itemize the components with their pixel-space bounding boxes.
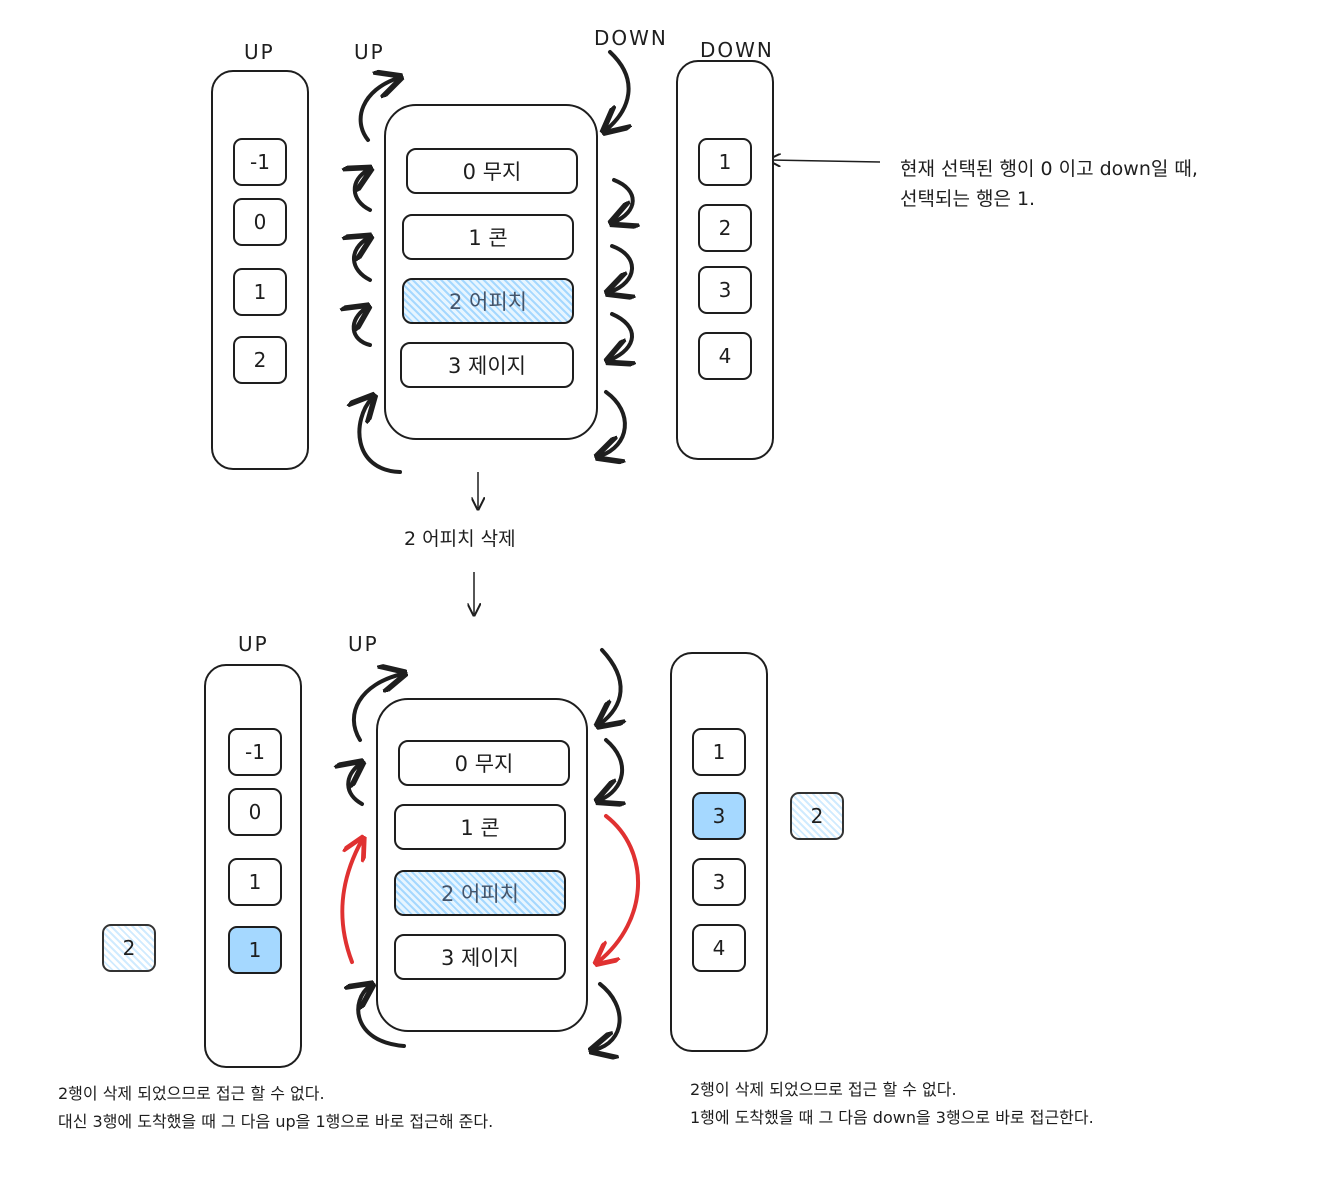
annotation-line-2: 선택되는 행은 1. [900,188,1036,210]
table-row: 1 콘 [402,214,574,260]
annotation-arrow [770,160,881,162]
up-arrow-2 [355,170,370,212]
table-row: 1 콘 [394,804,566,850]
table-row-selected: 2 어피치 [402,278,574,324]
top-up-column: -1 0 1 2 [211,70,309,470]
left-note-line-2: 대신 3행에 도착했을 때 그 다음 up을 1행으로 바로 접근해 준다. [58,1112,494,1131]
bottom-up-column-label: UP [238,632,269,656]
red-down-skip-arrow [598,814,640,962]
up-arrow-3 [354,238,370,282]
top-row-list: 0 무지 1 콘 2 어피치 3 제이지 [384,104,598,440]
bottom-down-arrow-2 [600,738,622,800]
bottom-up-column: -1 0 1 1 [204,664,302,1068]
deleted-row-badge-right: 2 [790,792,844,840]
down-cell: 1 [692,728,746,776]
up-cell: 0 [228,788,282,836]
down-cell-updated: 3 [692,792,746,840]
up-cell: 0 [233,198,287,246]
top-down-column: 1 2 3 4 [676,60,774,460]
right-note-line-2: 1행에 도착했을 때 그 다음 down을 3행으로 바로 접근한다. [690,1108,1094,1127]
bottom-down-arrow-5 [594,982,622,1050]
down-cell: 1 [698,138,752,186]
up-cell: -1 [228,728,282,776]
table-row: 3 제이지 [400,342,574,388]
annotation-line-1: 현재 선택된 행이 0 이고 down일 때, [900,158,1198,180]
red-up-skip-arrow [340,840,362,964]
up-cell-updated: 1 [228,926,282,974]
down-cell: 4 [692,924,746,972]
left-note-line-1: 2행이 삭제 되었으므로 접근 할 수 없다. [58,1084,325,1103]
down-cell: 3 [698,266,752,314]
top-down-column-label: DOWN [700,38,774,62]
table-row: 0 무지 [398,740,570,786]
table-row: 3 제이지 [394,934,566,980]
down-arrow-1 [606,50,629,130]
deleted-row-badge-left: 2 [102,924,156,972]
bottom-down-arrow-1 [600,648,621,724]
bottom-row-list: 0 무지 1 콘 2 어피치 3 제이지 [376,698,588,1032]
bottom-down-column: 1 3 3 4 [670,652,768,1052]
down-cell: 2 [698,204,752,252]
down-arrow-2 [614,178,633,222]
down-cell: 3 [692,858,746,906]
bottom-up-arrow-2 [348,764,362,806]
down-cell: 4 [698,332,752,380]
up-cell: 2 [233,336,287,384]
up-cell: 1 [228,858,282,906]
right-note-line-1: 2행이 삭제 되었으므로 접근 할 수 없다. [690,1080,957,1099]
delete-label: 2 어피치 삭제 [404,528,516,550]
down-arrow-4 [610,312,632,360]
bottom-up-arrows-label: UP [348,632,379,656]
top-down-arrows-label: DOWN [594,26,668,50]
up-arrow-4 [354,308,370,347]
top-up-arrows-label: UP [354,40,385,64]
down-arrow-5 [600,390,627,456]
down-arrow-3 [610,244,632,292]
up-cell: 1 [233,268,287,316]
up-cell: -1 [233,138,287,186]
table-row-deleted: 2 어피치 [394,870,566,916]
top-up-column-label: UP [244,40,275,64]
table-row: 0 무지 [406,148,578,194]
